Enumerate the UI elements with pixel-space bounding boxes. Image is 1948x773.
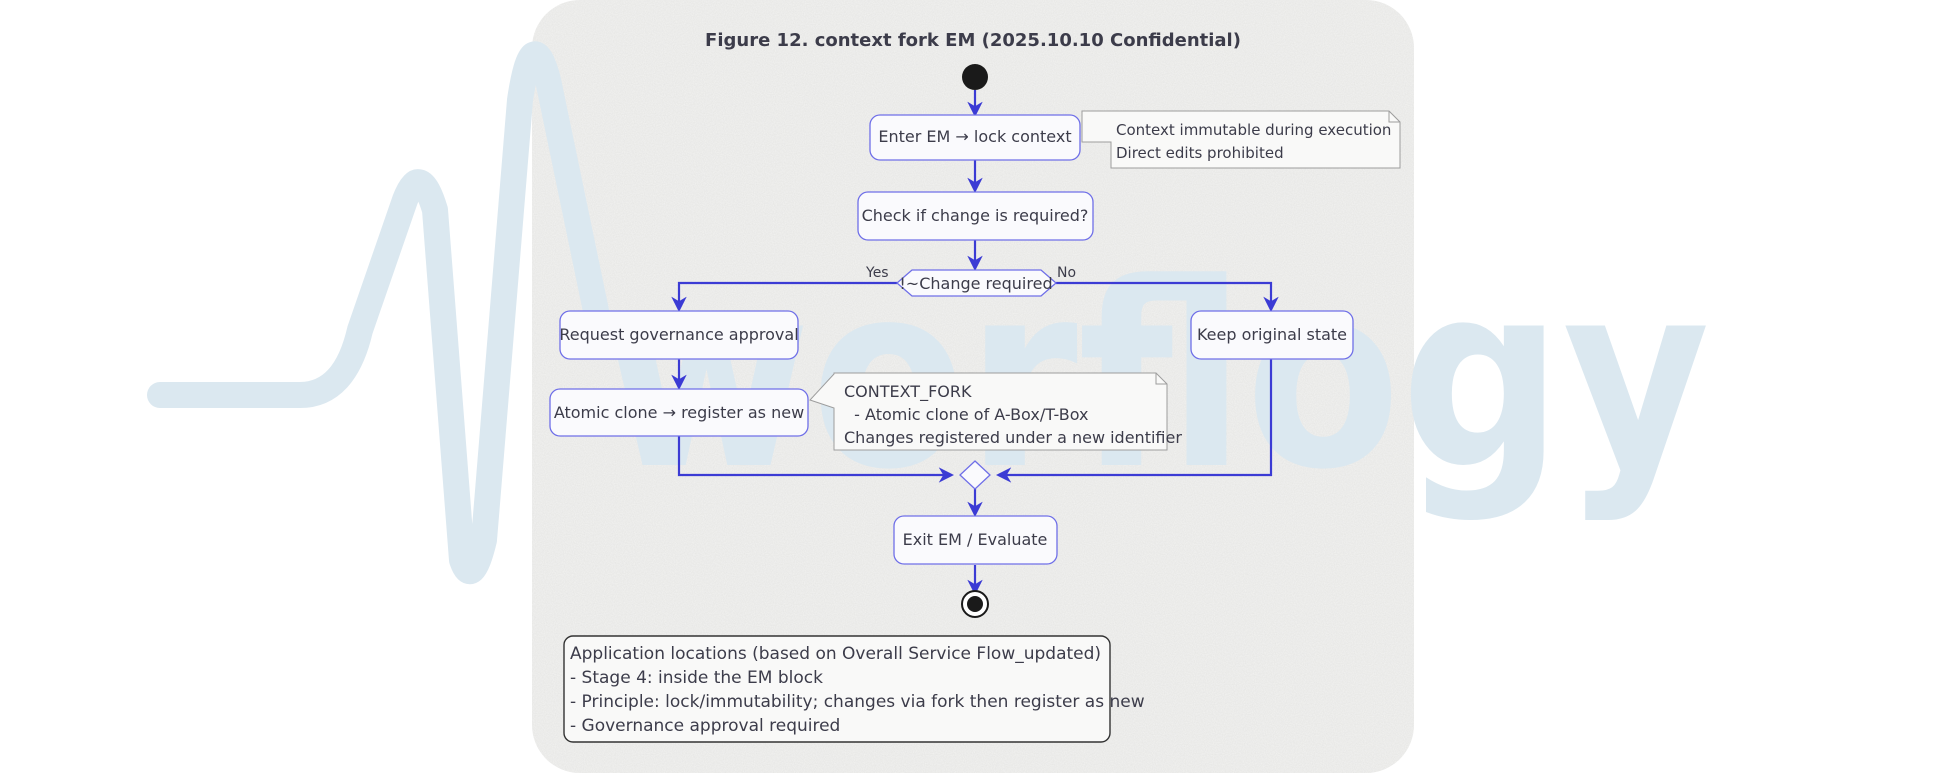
node-enter: Enter EM → lock context [869, 114, 1081, 161]
edges [671, 90, 1279, 596]
legend-line-2: - Stage 4: inside the EM block [570, 668, 823, 688]
svg-text:Keep original state: Keep original state [1197, 325, 1347, 344]
legend-line-1: Application locations (based on Overall … [570, 644, 1101, 664]
watermark-waveform [147, 41, 613, 585]
note-lock: Context immutable during execution Direc… [1081, 110, 1401, 169]
node-exit: Exit EM / Evaluate [893, 515, 1058, 565]
edge-no-branch [1056, 281, 1279, 313]
svg-text:Atomic clone → register as new: Atomic clone → register as new [554, 403, 804, 422]
note-fork: CONTEXT_FORK - Atomic clone of A-Box/T-B… [809, 372, 1182, 451]
edge-clone-merge [677, 436, 955, 483]
svg-text:Request governance approval: Request governance approval [559, 325, 798, 344]
note-lock-line-2: Direct edits prohibited [1116, 144, 1284, 162]
node-keep: Keep original state [1190, 310, 1354, 360]
node-request: Request governance approval [559, 310, 799, 360]
svg-text:Enter EM → lock context: Enter EM → lock context [878, 127, 1071, 146]
node-check: Check if change is required? [857, 191, 1094, 241]
legend-box: Application locations (based on Overall … [563, 635, 1145, 743]
decision-node: !~Change required [896, 269, 1057, 297]
svg-text:!~Change required: !~Change required [899, 274, 1052, 293]
start-node [962, 64, 988, 90]
legend-line-3: - Principle: lock/immutability; changes … [570, 692, 1145, 712]
node-clone: Atomic clone → register as new [549, 388, 809, 437]
end-node [961, 590, 989, 618]
merge-node [959, 460, 991, 490]
diagram-title: Figure 12. context fork EM (2025.10.10 C… [705, 30, 1241, 51]
edge-keep-merge [995, 359, 1273, 483]
branch-label-yes: Yes [865, 265, 889, 281]
legend-line-4: - Governance approval required [570, 716, 840, 736]
note-fork-line-1: CONTEXT_FORK [844, 382, 972, 402]
svg-text:Check if change is required?: Check if change is required? [862, 206, 1089, 225]
note-fork-line-3: Changes registered under a new identifie… [844, 428, 1182, 447]
edge-yes-branch [671, 281, 897, 313]
branch-label-no: No [1057, 265, 1076, 281]
note-fork-line-2: - Atomic clone of A-Box/T-Box [844, 405, 1088, 424]
note-lock-line-1: Context immutable during execution [1116, 121, 1391, 139]
svg-text:Exit EM / Evaluate: Exit EM / Evaluate [903, 530, 1048, 549]
